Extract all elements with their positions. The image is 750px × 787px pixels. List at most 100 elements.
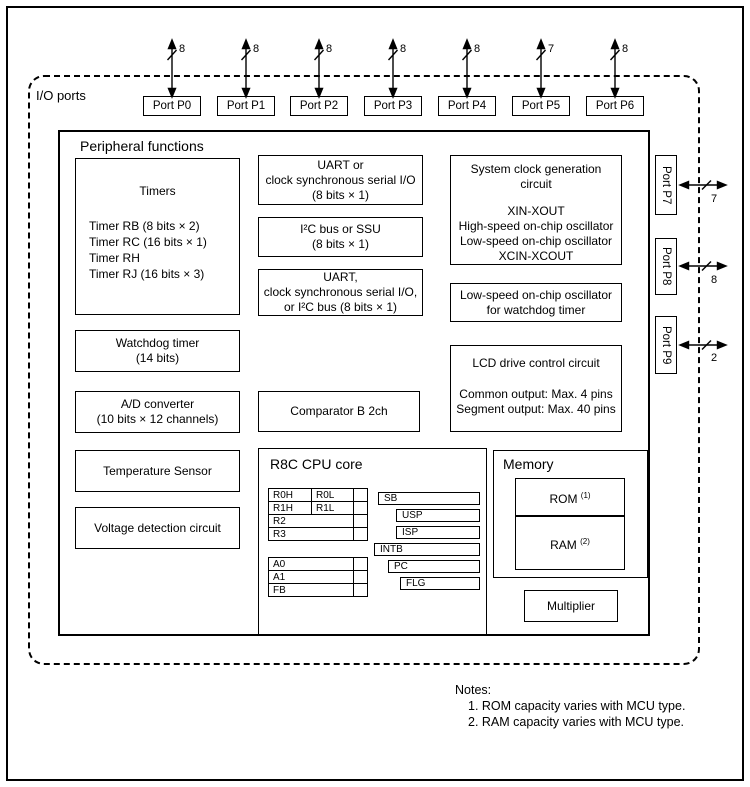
register-fb: FB [273, 584, 286, 596]
port-p6-width-label: 8 [622, 43, 629, 55]
port-p6-box: Port P6 [586, 96, 644, 116]
port-p0-box: Port P0 [143, 96, 201, 116]
figure-frame [6, 6, 744, 781]
port-p5-box: Port P5 [512, 96, 570, 116]
register-a0: A0 [273, 558, 286, 570]
note-item: 2. RAM capacity varies with MCU type. [468, 715, 685, 729]
timers-title: Timers [139, 184, 176, 198]
rom-note-superscript: (1) [580, 490, 591, 500]
io-ports-label: I/O ports [36, 88, 86, 103]
port-p8-label: Port P8 [660, 247, 672, 286]
uart-serial-box: UART or clock synchronous serial I/O (8 … [258, 155, 423, 205]
register-r1l: R1L [311, 502, 353, 514]
lcd-control-line: Common output: Max. 4 pins [459, 387, 613, 401]
register-row: R2 [269, 514, 367, 527]
multiplier-box: Multiplier [524, 590, 618, 622]
port-p3-width-label: 8 [400, 43, 407, 55]
timer-item: Timer RH [89, 251, 140, 265]
timer-item: Timer RC (16 bits × 1) [89, 235, 207, 249]
i2c-ssu-box: I²C bus or SSU (8 bits × 1) [258, 217, 423, 257]
register-r1h: R1H [273, 502, 294, 514]
register-extension [353, 558, 367, 570]
lcd-control-box: LCD drive control circuit Common output:… [450, 345, 622, 432]
port-p8-width-label: 8 [711, 274, 718, 286]
port-p2-box: Port P2 [290, 96, 348, 116]
port-p4-label: Port P4 [447, 100, 487, 112]
register-extension [353, 502, 367, 514]
lcd-control-line: Segment output: Max. 40 pins [456, 402, 616, 416]
i2c-ssu-line: I²C bus or SSU [300, 222, 381, 236]
adc-line: A/D converter [120, 397, 195, 411]
register-pc: PC [388, 560, 480, 573]
port-p3-label: Port P3 [373, 100, 413, 112]
port-p5-width-label: 7 [548, 43, 555, 55]
notes-title: Notes: [455, 683, 492, 697]
register-row: FB [269, 583, 367, 596]
register-row: R3 [269, 527, 367, 540]
note-item: 1. ROM capacity varies with MCU type. [468, 699, 686, 713]
comparator-box: Comparator B 2ch [258, 391, 420, 432]
register-row: A0 [269, 558, 367, 570]
register-isp: ISP [396, 526, 480, 539]
timer-item: Timer RB (8 bits × 2) [89, 219, 200, 233]
adc-line: (10 bits × 12 channels) [96, 412, 219, 426]
comparator-label: Comparator B 2ch [290, 404, 388, 418]
rom-label: ROM [549, 491, 578, 506]
ram-note-superscript: (2) [580, 536, 590, 546]
register-a1: A1 [273, 571, 286, 583]
port-p9-width-label: 2 [711, 352, 718, 364]
lcd-control-title: LCD drive control circuit [472, 356, 600, 370]
temperature-sensor-box: Temperature Sensor [75, 450, 240, 492]
register-r3: R3 [273, 528, 286, 540]
watchdog-line: (14 bits) [135, 351, 180, 365]
port-p1-box: Port P1 [217, 96, 275, 116]
peripheral-functions-box [58, 130, 650, 636]
uart-i2c-line: clock synchronous serial I/O, [263, 285, 418, 299]
register-extension [353, 584, 367, 596]
register-r2: R2 [273, 515, 286, 527]
system-clock-line: Low-speed on-chip oscillator [459, 234, 613, 248]
port-p7-box: Port P7 [655, 155, 677, 215]
voltage-detection-box: Voltage detection circuit [75, 507, 240, 549]
system-clock-title: System clock generation [470, 162, 602, 176]
port-p1-label: Port P1 [226, 100, 266, 112]
port-p0-label: Port P0 [152, 100, 192, 112]
timer-item: Timer RJ (16 bits × 3) [89, 267, 205, 281]
system-clock-line: XIN-XOUT [507, 204, 565, 218]
register-row: A1 [269, 570, 367, 583]
uart-serial-line: (8 bits × 1) [311, 187, 370, 202]
port-p9-label: Port P9 [660, 325, 672, 365]
uart-serial-line: clock synchronous serial I/O [265, 172, 416, 187]
register-usp: USP [396, 509, 480, 522]
port-p2-width-label: 8 [326, 43, 333, 55]
register-row: R1H R1L [269, 501, 367, 514]
port-p4-box: Port P4 [438, 96, 496, 116]
system-clock-title: circuit [520, 177, 552, 191]
low-speed-osc-line: Low-speed on-chip oscillator [459, 287, 613, 302]
port-p0-width-label: 8 [179, 43, 186, 55]
port-p7-label: Port P7 [660, 165, 672, 205]
memory-title: Memory [503, 456, 554, 472]
multiplier-label: Multiplier [546, 598, 595, 613]
port-p4-width-label: 8 [474, 43, 481, 55]
system-clock-line: High-speed on-chip oscillator [458, 219, 614, 233]
uart-serial-line: UART or [317, 157, 364, 172]
register-extension [353, 515, 367, 527]
ad-converter-box: A/D converter (10 bits × 12 channels) [75, 391, 240, 433]
system-clock-box: System clock generation circuit XIN-XOUT… [450, 155, 622, 265]
io-ports-dashed-region [28, 75, 700, 665]
port-p1-width-label: 8 [253, 43, 260, 55]
port-p6-label: Port P6 [595, 100, 635, 112]
register-flg: FLG [400, 577, 480, 590]
low-speed-osc-box: Low-speed on-chip oscillator for watchdo… [450, 283, 622, 322]
register-sb: SB [378, 492, 480, 505]
register-r0h: R0H [273, 489, 294, 501]
port-p9-box: Port P9 [655, 316, 677, 374]
register-intb: INTB [374, 543, 480, 556]
register-r0l: R0L [311, 489, 353, 501]
general-registers-table: R0H R0L R1H R1L R2 R3 [268, 488, 368, 541]
uart-i2c-line: UART, [323, 270, 358, 284]
rom-box: ROM (1) [515, 478, 625, 516]
i2c-ssu-line: (8 bits × 1) [311, 237, 370, 251]
